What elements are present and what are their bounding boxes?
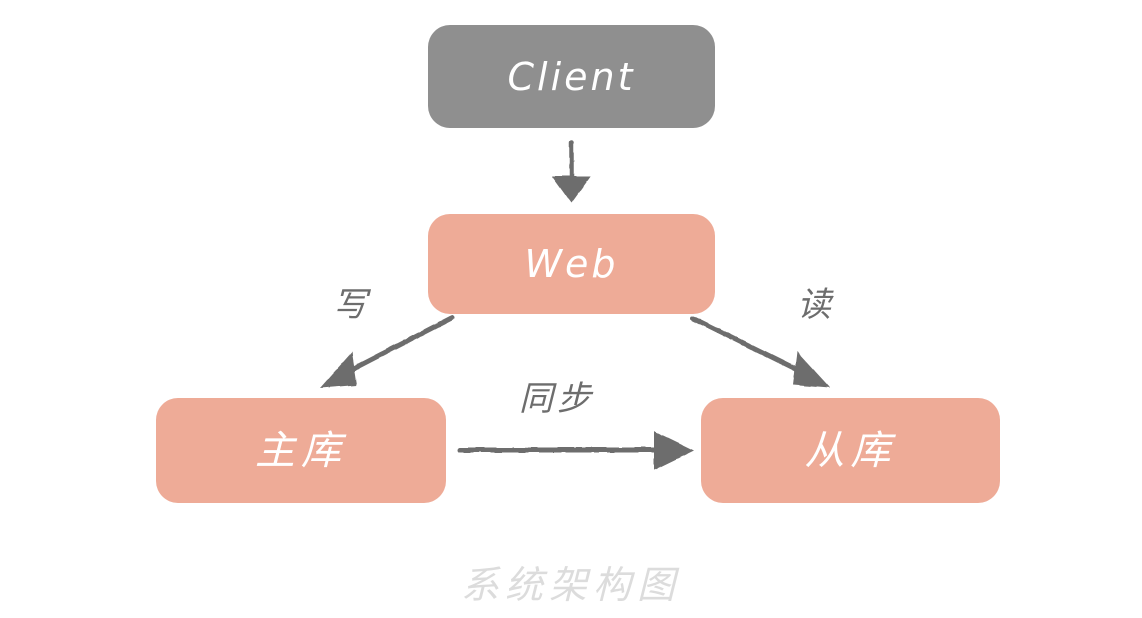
node-master-db[interactable]: 主库 [156, 398, 446, 503]
edge-client-web [552, 139, 591, 203]
node-master-db-label: 主库 [255, 427, 347, 474]
diagram-caption: 系统架构图 [460, 563, 681, 607]
edge-label-sync: 同步 [519, 379, 595, 419]
edge-master-slave [457, 431, 694, 470]
edge-label-write: 写 [333, 285, 367, 325]
node-slave-db[interactable]: 从库 [701, 398, 1000, 503]
node-slave-db-label: 从库 [804, 427, 897, 474]
edge-web-slave [690, 315, 830, 388]
node-web[interactable]: Web [428, 214, 715, 314]
node-client-label: Client [507, 54, 636, 99]
edge-web-master [320, 315, 455, 388]
node-web-label: Web [524, 242, 619, 286]
edge-label-read: 读 [797, 285, 831, 325]
node-client[interactable]: Client [428, 25, 715, 128]
